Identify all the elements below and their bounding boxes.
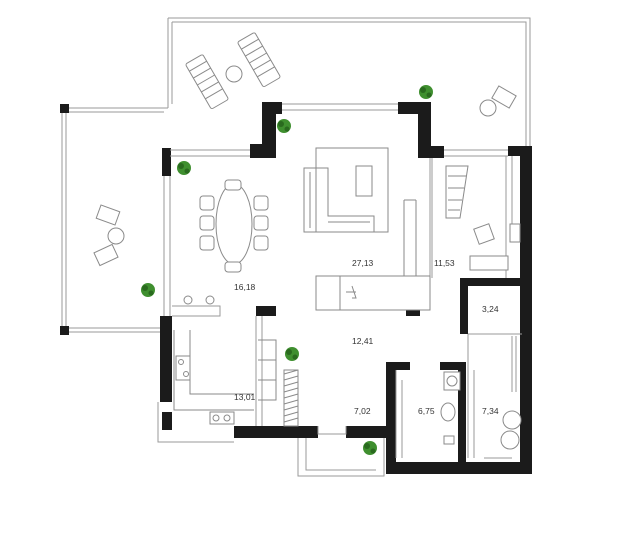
kitchen-counters xyxy=(173,330,277,425)
sofa-living xyxy=(303,147,389,233)
area-label-bath-small: 6,75 xyxy=(418,406,435,416)
stairs xyxy=(315,199,431,311)
walls xyxy=(60,102,532,474)
plant-icon xyxy=(277,119,291,133)
wardrobe xyxy=(283,369,299,427)
area-label-bedroom: 11,53 xyxy=(434,258,455,268)
plant-icon xyxy=(363,441,377,455)
plant-icon xyxy=(177,161,191,175)
plants xyxy=(141,85,433,455)
area-label-dining: 16,18 xyxy=(234,282,256,292)
area-label-closet: 3,24 xyxy=(482,304,499,314)
area-label-hall: 12,41 xyxy=(352,336,374,346)
interior-lines xyxy=(157,103,522,477)
area-labels: 27,13 16,18 11,53 3,24 12,41 13,01 7,02 … xyxy=(234,258,499,416)
terrace-outlines xyxy=(61,17,531,333)
bath-fixtures xyxy=(440,371,522,450)
dining-set xyxy=(183,179,269,305)
plant-icon xyxy=(419,85,433,99)
area-label-kitchen: 13,01 xyxy=(234,392,256,402)
area-label-bath-large: 7,34 xyxy=(482,406,499,416)
terrace-furniture xyxy=(93,32,517,267)
area-label-vestibule: 7,02 xyxy=(354,406,371,416)
plant-icon xyxy=(285,347,299,361)
area-label-living: 27,13 xyxy=(352,258,374,268)
bedroom-furniture xyxy=(445,165,521,271)
plant-icon xyxy=(141,283,155,297)
